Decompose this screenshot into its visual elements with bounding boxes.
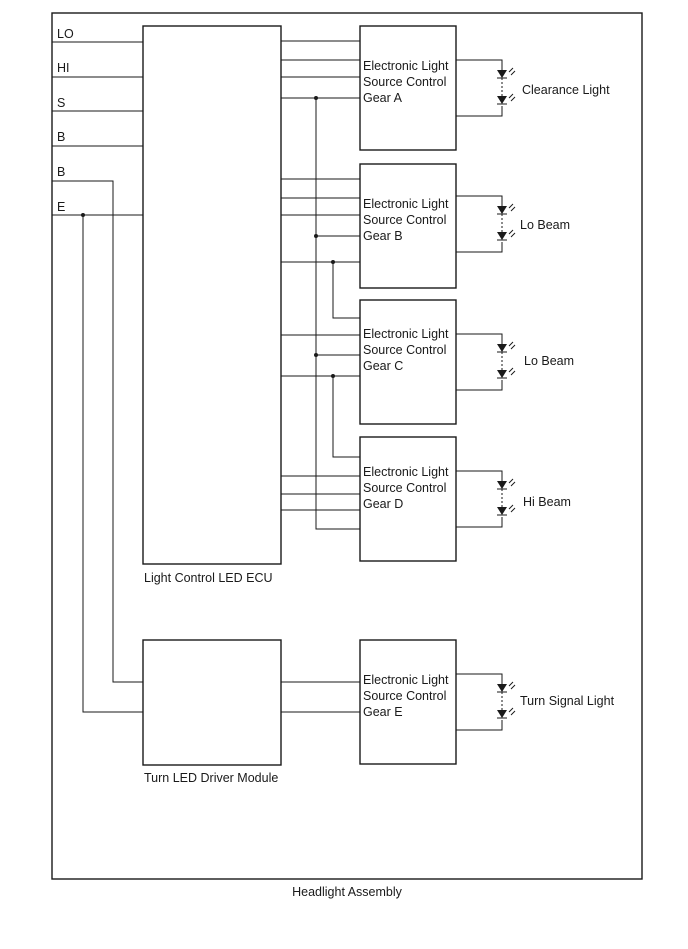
gear-a-led-rays [508, 67, 516, 102]
gear-c-line2: Source Control [363, 343, 446, 357]
gear-b-line1: Electronic Light [363, 197, 449, 211]
gear-e-box [359, 639, 457, 765]
gear-e-line2: Source Control [363, 689, 446, 703]
headlight-assembly-label: Headlight Assembly [292, 885, 403, 899]
gear-e: Electronic Light Source Control Gear E T… [359, 639, 615, 765]
gear-c-line3: Gear C [363, 359, 403, 373]
gear-e-light-label: Turn Signal Light [520, 694, 615, 708]
gear-b-line3: Gear B [363, 229, 403, 243]
gear-a-line3: Gear A [363, 91, 403, 105]
gear-b: Electronic Light Source Control Gear B L… [359, 163, 570, 289]
gear-a-line1: Electronic Light [363, 59, 449, 73]
gear-d-led-rays [508, 478, 516, 513]
gear-c-line1: Electronic Light [363, 327, 449, 341]
terminal-label-b1: B [57, 130, 65, 144]
gear-e-line1: Electronic Light [363, 673, 449, 687]
turn-led-driver-module [142, 639, 282, 766]
turn-module-label: Turn LED Driver Module [144, 771, 278, 785]
light-control-led-ecu [142, 25, 282, 565]
gear-b-line2: Source Control [363, 213, 446, 227]
headlight-assembly-frame [51, 12, 643, 880]
gear-a: Electronic Light Source Control Gear A C… [359, 25, 610, 151]
terminal-label-lo: LO [57, 27, 74, 41]
gear-e-led-rays [508, 681, 516, 716]
gear-c-box [359, 299, 457, 425]
input-wires [52, 41, 143, 713]
ecu-to-gear-wires [281, 40, 360, 713]
terminal-label-e: E [57, 200, 65, 214]
gear-d-light-label: Hi Beam [523, 495, 571, 509]
gear-c-led-rays [508, 341, 516, 376]
gear-d: Electronic Light Source Control Gear D H… [359, 436, 571, 562]
terminal-label-s: S [57, 96, 65, 110]
gear-a-light-label: Clearance Light [522, 83, 610, 97]
terminal-label-hi: HI [57, 61, 70, 75]
gear-d-box [359, 436, 457, 562]
gear-d-line1: Electronic Light [363, 465, 449, 479]
gear-b-led-rays [508, 203, 516, 238]
gear-d-line3: Gear D [363, 497, 403, 511]
gear-b-box [359, 163, 457, 289]
gear-a-box [359, 25, 457, 151]
ecu-label: Light Control LED ECU [144, 571, 273, 585]
gear-b-light-label: Lo Beam [520, 218, 570, 232]
gear-c-light-label: Lo Beam [524, 354, 574, 368]
gear-c: Electronic Light Source Control Gear C L… [359, 299, 574, 425]
gear-e-line3: Gear E [363, 705, 403, 719]
terminal-label-b2: B [57, 165, 65, 179]
gear-d-line2: Source Control [363, 481, 446, 495]
gear-a-line2: Source Control [363, 75, 446, 89]
